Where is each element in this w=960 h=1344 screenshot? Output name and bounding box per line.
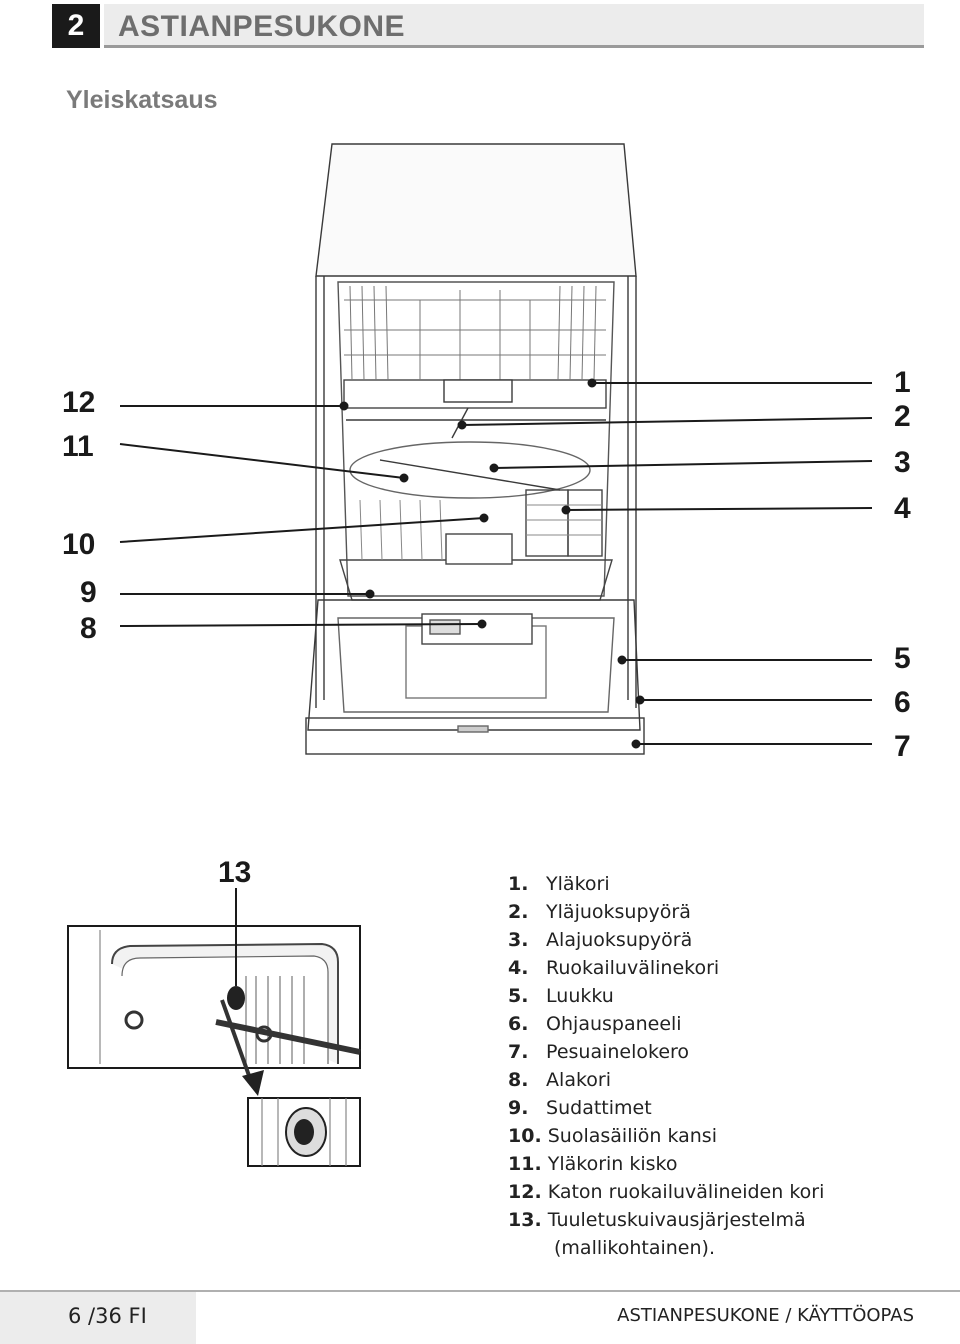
legend-item-continuation: (mallikohtainen). bbox=[508, 1234, 928, 1262]
legend-text: Alakori bbox=[546, 1069, 612, 1091]
legend-item: 5. Luukku bbox=[508, 982, 928, 1010]
legend-text: Alajuoksupyörä bbox=[546, 929, 693, 951]
callout-6: 6 bbox=[894, 686, 911, 719]
footer-page-box bbox=[0, 1292, 196, 1344]
legend-item: 11. Yläkorin kisko bbox=[508, 1150, 928, 1178]
legend-text: Yläjuoksupyörä bbox=[546, 901, 691, 923]
legend-number: 1. bbox=[508, 873, 529, 895]
legend-text: Luukku bbox=[546, 985, 614, 1007]
callout-1: 1 bbox=[894, 366, 911, 399]
legend-item: 6. Ohjauspaneeli bbox=[508, 1010, 928, 1038]
legend-text: (mallikohtainen). bbox=[554, 1237, 715, 1259]
legend-item: 3. Alajuoksupyörä bbox=[508, 926, 928, 954]
chapter-header: 2 ASTIANPESUKONE bbox=[52, 4, 924, 48]
callout-8: 8 bbox=[80, 612, 97, 645]
legend-text: Tuuletuskuivausjärjestelmä bbox=[547, 1209, 806, 1231]
vent-detail-inset bbox=[67, 888, 361, 1167]
legend-number: 2. bbox=[508, 901, 529, 923]
legend-text: Pesuainelokero bbox=[546, 1041, 690, 1063]
legend-text: Yläkori bbox=[546, 873, 610, 895]
page-footer: 6 /36 FI ASTIANPESUKONE / KÄYTTÖOPAS bbox=[0, 1290, 960, 1344]
legend-text: Ruokailuvälinekori bbox=[546, 957, 720, 979]
legend-text: Katon ruokailuvälineiden kori bbox=[547, 1181, 825, 1203]
callout-13: 13 bbox=[218, 856, 252, 889]
legend-item: 12. Katon ruokailuvälineiden kori bbox=[508, 1178, 928, 1206]
callout-10: 10 bbox=[62, 528, 96, 561]
legend-item: 9. Sudattimet bbox=[508, 1094, 928, 1122]
chapter-title: ASTIANPESUKONE bbox=[118, 10, 406, 43]
callout-11: 11 bbox=[62, 430, 94, 463]
callout-5: 5 bbox=[894, 642, 911, 675]
legend-number: 13. bbox=[508, 1209, 542, 1231]
legend-number: 8. bbox=[508, 1069, 529, 1091]
legend-item: 2. Yläjuoksupyörä bbox=[508, 898, 928, 926]
page-number: 6 /36 FI bbox=[68, 1304, 147, 1328]
legend-item: 1. Yläkori bbox=[508, 870, 928, 898]
callout-4: 4 bbox=[894, 492, 911, 525]
callout-9: 9 bbox=[80, 576, 97, 609]
parts-legend: 1. Yläkori 2. Yläjuoksupyörä 3. Alajuoks… bbox=[508, 870, 928, 1262]
callout-12: 12 bbox=[62, 386, 96, 419]
legend-item: 4. Ruokailuvälinekori bbox=[508, 954, 928, 982]
legend-number: 9. bbox=[508, 1097, 529, 1119]
legend-number: 10. bbox=[508, 1125, 542, 1147]
legend-number: 6. bbox=[508, 1013, 529, 1035]
callout-3: 3 bbox=[894, 446, 911, 479]
legend-item: 7. Pesuainelokero bbox=[508, 1038, 928, 1066]
legend-text: Sudattimet bbox=[546, 1097, 652, 1119]
chapter-title-background bbox=[104, 4, 924, 48]
section-title: Yleiskatsaus bbox=[66, 86, 218, 114]
callout-2: 2 bbox=[894, 400, 911, 433]
legend-text: Suolasäiliön kansi bbox=[547, 1125, 717, 1147]
legend-number: 3. bbox=[508, 929, 529, 951]
legend-text: Yläkorin kisko bbox=[547, 1153, 678, 1175]
legend-number: 12. bbox=[508, 1181, 542, 1203]
legend-item: 8. Alakori bbox=[508, 1066, 928, 1094]
legend-item: 13. Tuuletuskuivausjärjestelmä bbox=[508, 1206, 928, 1234]
legend-number: 4. bbox=[508, 957, 529, 979]
legend-number: 5. bbox=[508, 985, 529, 1007]
legend-number: 7. bbox=[508, 1041, 529, 1063]
legend-number: 11. bbox=[508, 1153, 542, 1175]
chapter-number: 2 bbox=[52, 4, 100, 48]
manual-name: ASTIANPESUKONE / KÄYTTÖOPAS bbox=[617, 1305, 914, 1326]
callout-7: 7 bbox=[894, 730, 911, 763]
legend-text: Ohjauspaneeli bbox=[546, 1013, 682, 1035]
legend-item: 10. Suolasäiliön kansi bbox=[508, 1122, 928, 1150]
